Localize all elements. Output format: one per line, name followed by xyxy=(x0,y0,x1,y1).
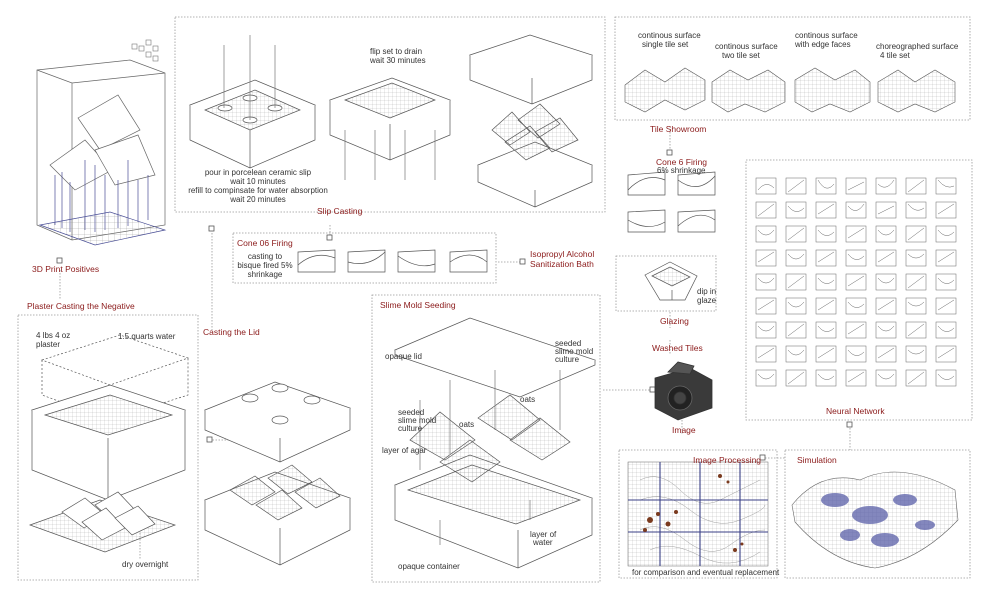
note-layer-of-agar: layer of agar xyxy=(382,446,427,455)
note-opaque-container: opaque container xyxy=(398,562,460,571)
label-glazing: Glazing xyxy=(660,316,689,326)
image-processing-panel xyxy=(627,461,769,567)
neural-network-curves xyxy=(757,179,955,385)
note-water-layer-2: water xyxy=(533,538,553,547)
label-casting-the-lid: Casting the Lid xyxy=(203,327,260,337)
note-seeded-a1: seeded xyxy=(398,408,425,417)
cone6-tiles xyxy=(627,171,716,233)
label-plaster-casting: Plaster Casting the Negative xyxy=(27,301,135,311)
note-drain-2: wait 30 minutes xyxy=(370,56,426,65)
surface-1-line-2: single tile set xyxy=(642,40,689,49)
surface-2-line-2: two tile set xyxy=(722,51,760,60)
frame-image-processing xyxy=(618,449,778,579)
frame-glazing xyxy=(615,255,717,312)
surface-1-line-1: continous surface xyxy=(638,31,701,40)
glazing-drawing xyxy=(644,261,698,301)
note-plaster-1: 4 lbs 4 oz xyxy=(36,331,71,340)
print-positives-drawing xyxy=(36,59,167,246)
note-plaster-2: plaster xyxy=(36,340,61,349)
label-slime-mold-seeding: Slime Mold Seeding xyxy=(380,300,456,310)
label-cone-6-firing: Cone 6 Firing xyxy=(656,157,708,167)
label-image: Image xyxy=(672,425,696,435)
neural-network-grid xyxy=(755,177,957,387)
note-cone6: 6% shrinkage xyxy=(657,166,706,175)
label-cone-06-firing: Cone 06 Firing xyxy=(237,238,293,248)
note-seeded-b2: slime mold xyxy=(555,347,594,356)
note-oats-2: oats xyxy=(459,420,475,429)
note-cone06-2: bisque fired 5% xyxy=(237,261,293,270)
label-image-processing: Image Processing xyxy=(693,455,762,465)
note-glaze: glaze xyxy=(697,296,717,305)
lid-drawing xyxy=(204,381,351,566)
note-cone06-1: casting to xyxy=(247,252,283,261)
label-tile-showroom: Tile Showroom xyxy=(650,124,707,134)
note-slip-3: refill to compinsate for water absorptio… xyxy=(188,186,328,195)
note-image-processing: for comparison and eventual replacement xyxy=(632,568,780,577)
frame-tile-showroom xyxy=(614,16,971,121)
note-dip-in: dip in xyxy=(697,287,717,296)
label-slip-casting: Slip Casting xyxy=(317,206,363,216)
note-slip-4: wait 20 minutes xyxy=(230,195,286,204)
note-cone06-3: shrinkage xyxy=(247,270,283,279)
surface-3-line-1: continous surface xyxy=(795,31,858,40)
camera-icon xyxy=(654,361,713,421)
cone06-tiles xyxy=(297,249,488,273)
label-washed-tiles: Washed Tiles xyxy=(652,343,703,353)
frame-cone06 xyxy=(232,232,497,284)
surface-2-line-1: continous surface xyxy=(715,42,778,51)
note-opaque-lid: opaque lid xyxy=(385,352,422,361)
tile-showroom-drawing xyxy=(624,67,956,113)
note-drain-1: flip set to drain xyxy=(370,47,423,56)
frame-simulation xyxy=(784,449,971,579)
toolbar-icons xyxy=(131,39,159,62)
surface-4-line-2: 4 tile set xyxy=(880,51,910,60)
note-water: 1.5 quarts water xyxy=(118,332,176,341)
frame-slime xyxy=(371,294,601,583)
label-isopropyl-alcohol: Isopropyl Alcohol xyxy=(530,249,595,259)
note-dry-overnight: dry overnight xyxy=(122,560,169,569)
note-seeded-a3: culture xyxy=(398,424,423,433)
frame-slip-casting xyxy=(174,16,606,213)
plaster-casting-drawing xyxy=(28,334,190,553)
label-simulation: Simulation xyxy=(797,455,837,465)
note-seeded-b1: seeded xyxy=(555,339,582,348)
note-seeded-a2: slime mold xyxy=(398,416,437,425)
note-slip-1: pour in porcelean ceramic slip xyxy=(204,168,312,177)
surface-3-line-2: with edge faces xyxy=(795,40,851,49)
label-3d-print-positives: 3D Print Positives xyxy=(32,264,100,274)
simulation-surface xyxy=(791,471,959,569)
label-neural-network: Neural Network xyxy=(826,406,885,416)
slime-seeding-drawing xyxy=(394,317,596,569)
note-slip-2: wait 10 minutes xyxy=(230,177,286,186)
surface-4-line-1: choreographed surface xyxy=(876,42,959,51)
slip-casting-drawing xyxy=(189,34,594,208)
note-oats-1: oats xyxy=(520,395,536,404)
note-seeded-b3: culture xyxy=(555,355,580,364)
frame-plaster xyxy=(17,314,199,581)
label-sanitization-bath: Sanitization Bath xyxy=(530,259,594,269)
note-water-layer-1: layer of xyxy=(530,530,557,539)
